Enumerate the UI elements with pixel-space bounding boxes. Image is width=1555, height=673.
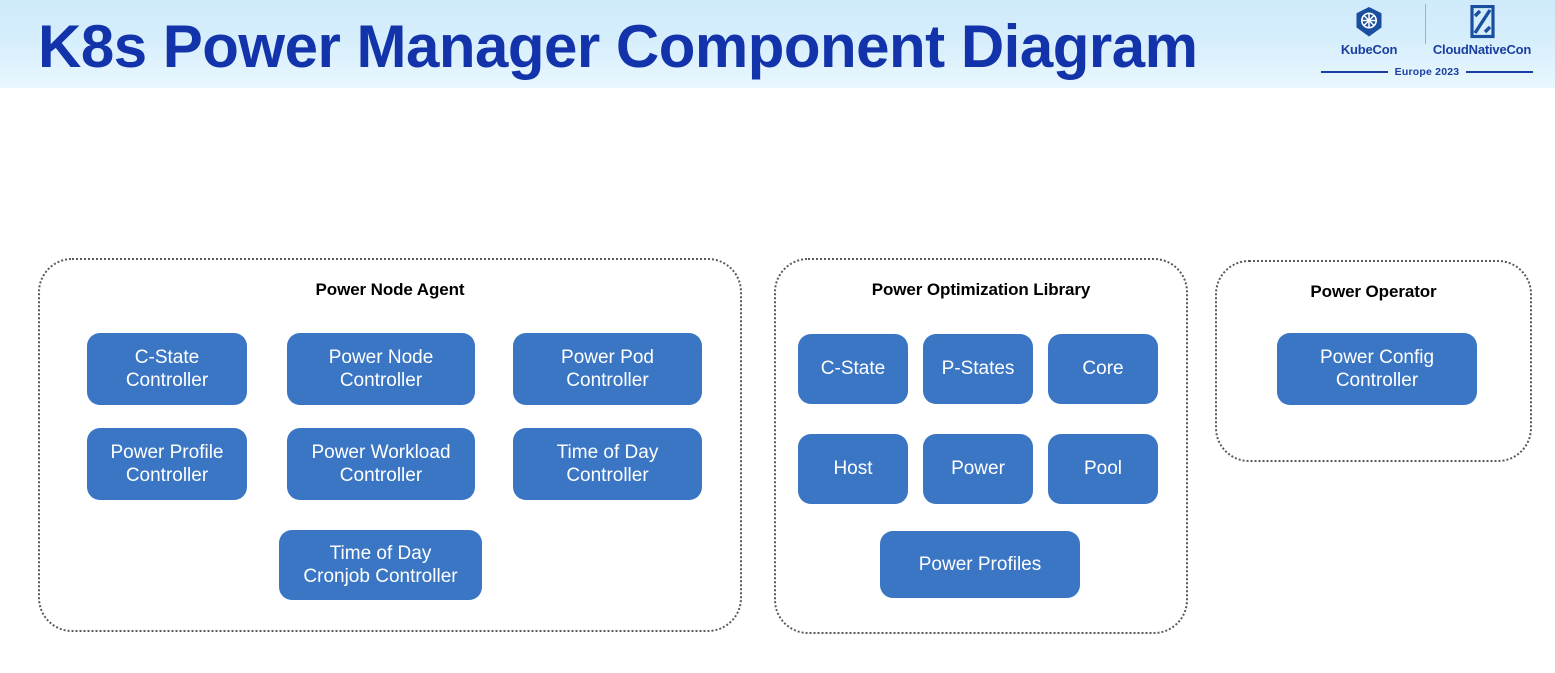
logo-rule-right bbox=[1466, 71, 1533, 73]
node-label: Power Profile Controller bbox=[110, 441, 224, 486]
node-box[interactable]: C-State Controller bbox=[87, 333, 247, 405]
group-power-optimization-library: Power Optimization Library bbox=[774, 258, 1188, 634]
logo-region-footer: Europe 2023 bbox=[1321, 64, 1533, 80]
node-box[interactable]: Core bbox=[1048, 334, 1158, 404]
node-box[interactable]: Time of Day Controller bbox=[513, 428, 702, 500]
node-label: C-State Controller bbox=[125, 346, 209, 391]
node-label: Power bbox=[951, 458, 1005, 480]
node-box[interactable]: Power Profile Controller bbox=[87, 428, 247, 500]
node-box[interactable]: Pool bbox=[1048, 434, 1158, 504]
node-label: Core bbox=[1082, 358, 1124, 380]
node-box[interactable]: Power Node Controller bbox=[287, 333, 475, 405]
logo-row: KubeCon CloudNativeCon bbox=[1321, 4, 1533, 62]
group-title-power-operator: Power Operator bbox=[1310, 282, 1437, 301]
group-title-power-node-agent: Power Node Agent bbox=[315, 280, 465, 299]
node-label: Time of Day Controller bbox=[556, 441, 659, 486]
kubecon-cloudnativecon-logo: KubeCon CloudNativeCon Europe 2023 bbox=[1321, 4, 1533, 84]
kubecon-logo-column: KubeCon bbox=[1321, 4, 1417, 57]
node-label: Time of Day Cronjob Controller bbox=[303, 542, 458, 587]
node-box[interactable]: Power bbox=[923, 434, 1033, 504]
node-label: Power Config Controller bbox=[1319, 346, 1435, 391]
node-label: Power Profiles bbox=[918, 553, 1042, 575]
node-box[interactable]: Power Pod Controller bbox=[513, 333, 702, 405]
node-box[interactable]: Host bbox=[798, 434, 908, 504]
node-box[interactable]: C-State bbox=[798, 334, 908, 404]
logo-region-label: Europe 2023 bbox=[1394, 66, 1460, 78]
kubecon-wordmark: KubeCon bbox=[1340, 42, 1398, 57]
cloudnativecon-wordmark: CloudNativeCon bbox=[1432, 42, 1532, 57]
cncf-square-icon bbox=[1466, 4, 1498, 40]
node-label: C-State bbox=[820, 358, 886, 380]
header-band bbox=[0, 0, 1555, 88]
node-box[interactable]: P-States bbox=[923, 334, 1033, 404]
group-power-operator: Power Operator bbox=[1215, 260, 1532, 462]
node-label: Power Node Controller bbox=[328, 346, 434, 391]
node-label: P-States bbox=[941, 358, 1015, 380]
node-box[interactable]: Power Config Controller bbox=[1277, 333, 1477, 405]
node-label: Power Pod Controller bbox=[561, 346, 654, 391]
node-box[interactable]: Time of Day Cronjob Controller bbox=[279, 530, 482, 600]
group-power-node-agent: Power Node Agent bbox=[38, 258, 742, 632]
group-title-power-optimization-library: Power Optimization Library bbox=[871, 280, 1091, 299]
logo-rule-left bbox=[1321, 71, 1388, 73]
page-title: K8s Power Manager Component Diagram bbox=[38, 13, 1198, 80]
node-label: Host bbox=[833, 458, 873, 480]
node-box[interactable]: Power Workload Controller bbox=[287, 428, 475, 500]
logo-divider bbox=[1425, 4, 1426, 44]
cloudnativecon-logo-column: CloudNativeCon bbox=[1432, 4, 1532, 57]
node-label: Power Workload Controller bbox=[311, 441, 451, 486]
kubernetes-helm-icon bbox=[1352, 4, 1386, 40]
node-label: Pool bbox=[1083, 458, 1123, 480]
node-box[interactable]: Power Profiles bbox=[880, 531, 1080, 598]
